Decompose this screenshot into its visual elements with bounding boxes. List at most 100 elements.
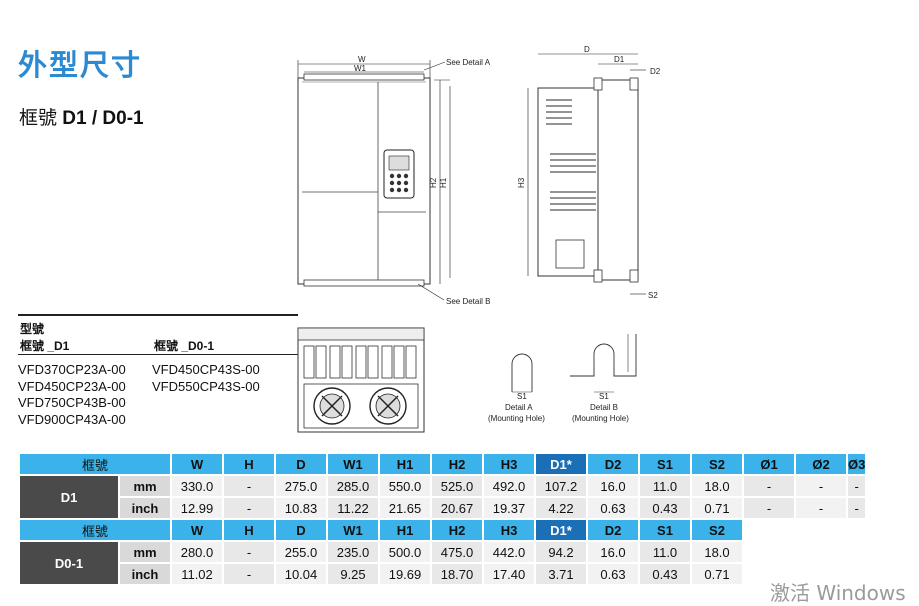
value-cell: 18.0 — [692, 476, 742, 496]
dim-s1-b: S1 — [599, 392, 609, 401]
model-item: VFD750CP43B-00 — [18, 395, 126, 410]
value-cell: - — [744, 498, 794, 518]
column-header: S2 — [692, 454, 742, 474]
dim-s2: S2 — [648, 291, 658, 300]
column-header: D — [276, 520, 326, 540]
unit-cell: inch — [120, 498, 170, 518]
dim-w1: W1 — [354, 64, 367, 73]
front-view-drawing: W W1 See Detail A H2 H1 See Detail B — [297, 55, 491, 306]
value-cell: 280.0 — [172, 542, 222, 562]
model-item: VFD550CP43S-00 — [152, 378, 260, 394]
value-cell: - — [224, 564, 274, 584]
value-cell: 525.0 — [432, 476, 482, 496]
column-header: H1 — [380, 454, 430, 474]
column-header: H2 — [432, 454, 482, 474]
value-cell: 475.0 — [432, 542, 482, 562]
divider — [18, 314, 298, 316]
value-cell: 11.0 — [640, 542, 690, 562]
see-detail-a-label: See Detail A — [446, 58, 491, 67]
column-header: Ø1 — [744, 454, 794, 474]
dim-s1-a: S1 — [517, 392, 527, 401]
value-cell: 107.2 — [536, 476, 586, 496]
value-cell: 4.22 — [536, 498, 586, 518]
value-cell: 19.37 — [484, 498, 534, 518]
value-cell: - — [224, 542, 274, 562]
value-cell: 0.63 — [588, 498, 638, 518]
d01-model-list: VFD450CP43S-00 VFD550CP43S-00 — [152, 362, 260, 395]
value-cell: 11.0 — [640, 476, 690, 496]
column-header: H3 — [484, 520, 534, 540]
column-header: W1 — [328, 454, 378, 474]
detail-b-label: Detail B — [590, 403, 618, 412]
windows-activation-watermark: 激活 Windows — [770, 581, 906, 605]
divider — [18, 354, 298, 355]
bottom-view-drawing — [297, 327, 425, 433]
frame-d1-header: 框號 _D1 — [20, 339, 70, 353]
detail-b-drawing: S1 Detail B (Mounting Hole) — [570, 334, 637, 423]
column-header: H — [224, 520, 274, 540]
frame-column-header: 框號 — [20, 454, 170, 474]
value-cell: 12.99 — [172, 498, 222, 518]
value-cell: 16.0 — [588, 476, 638, 496]
column-header: H1 — [380, 520, 430, 540]
value-cell: 275.0 — [276, 476, 326, 496]
value-cell: 0.43 — [640, 564, 690, 584]
column-header: D1* — [536, 454, 586, 474]
column-header: D2 — [588, 520, 638, 540]
column-header: H2 — [432, 520, 482, 540]
value-cell: 19.69 — [380, 564, 430, 584]
detail-a-label: Detail A — [505, 403, 533, 412]
value-cell: - — [848, 476, 866, 496]
value-cell: 17.40 — [484, 564, 534, 584]
dim-h1: H1 — [439, 177, 448, 188]
frame-name-cell: D0-1 — [20, 542, 118, 584]
side-view-drawing: D D1 D2 H3 S2 — [517, 45, 661, 300]
column-header: Ø3 — [848, 454, 866, 474]
column-header: W — [172, 454, 222, 474]
value-cell: 442.0 — [484, 542, 534, 562]
model-item: VFD450CP43S-00 — [152, 362, 260, 377]
column-header: W1 — [328, 520, 378, 540]
value-cell: 11.02 — [172, 564, 222, 584]
model-item: VFD900CP43A-00 — [18, 411, 126, 427]
value-cell: - — [848, 498, 866, 518]
value-cell: 16.0 — [588, 542, 638, 562]
dim-h3: H3 — [517, 177, 526, 188]
value-cell: 0.71 — [692, 498, 742, 518]
value-cell: 9.25 — [328, 564, 378, 584]
frame-d01-header: 框號 _D0-1 — [154, 339, 215, 353]
unit-cell: mm — [120, 476, 170, 496]
value-cell: 255.0 — [276, 542, 326, 562]
subtitle-frames: D1 / D0-1 — [62, 108, 144, 129]
value-cell: 21.65 — [380, 498, 430, 518]
model-header: 型號 — [20, 322, 45, 336]
frame-column-header: 框號 — [20, 520, 170, 540]
model-item: VFD370CP23A-00 — [18, 362, 126, 377]
value-cell: - — [796, 498, 846, 518]
mounting-hole-b-label: (Mounting Hole) — [572, 414, 629, 423]
column-header: D — [276, 454, 326, 474]
d1-model-list: VFD370CP23A-00 VFD450CP23A-00 VFD750CP43… — [18, 362, 126, 428]
column-header: H — [224, 454, 274, 474]
dim-d2: D2 — [650, 67, 661, 76]
value-cell: 0.43 — [640, 498, 690, 518]
value-cell: - — [224, 476, 274, 496]
unit-cell: inch — [120, 564, 170, 584]
column-header: S2 — [692, 520, 742, 540]
value-cell: - — [796, 476, 846, 496]
dim-w: W — [358, 55, 366, 64]
subtitle-prefix: 框號 — [19, 108, 63, 129]
value-cell: 94.2 — [536, 542, 586, 562]
column-header: H3 — [484, 454, 534, 474]
value-cell: 10.04 — [276, 564, 326, 584]
value-cell: 20.67 — [432, 498, 482, 518]
value-cell: - — [224, 498, 274, 518]
value-cell: 10.83 — [276, 498, 326, 518]
dim-d1: D1 — [614, 55, 625, 64]
value-cell: 0.71 — [692, 564, 742, 584]
value-cell: 3.71 — [536, 564, 586, 584]
